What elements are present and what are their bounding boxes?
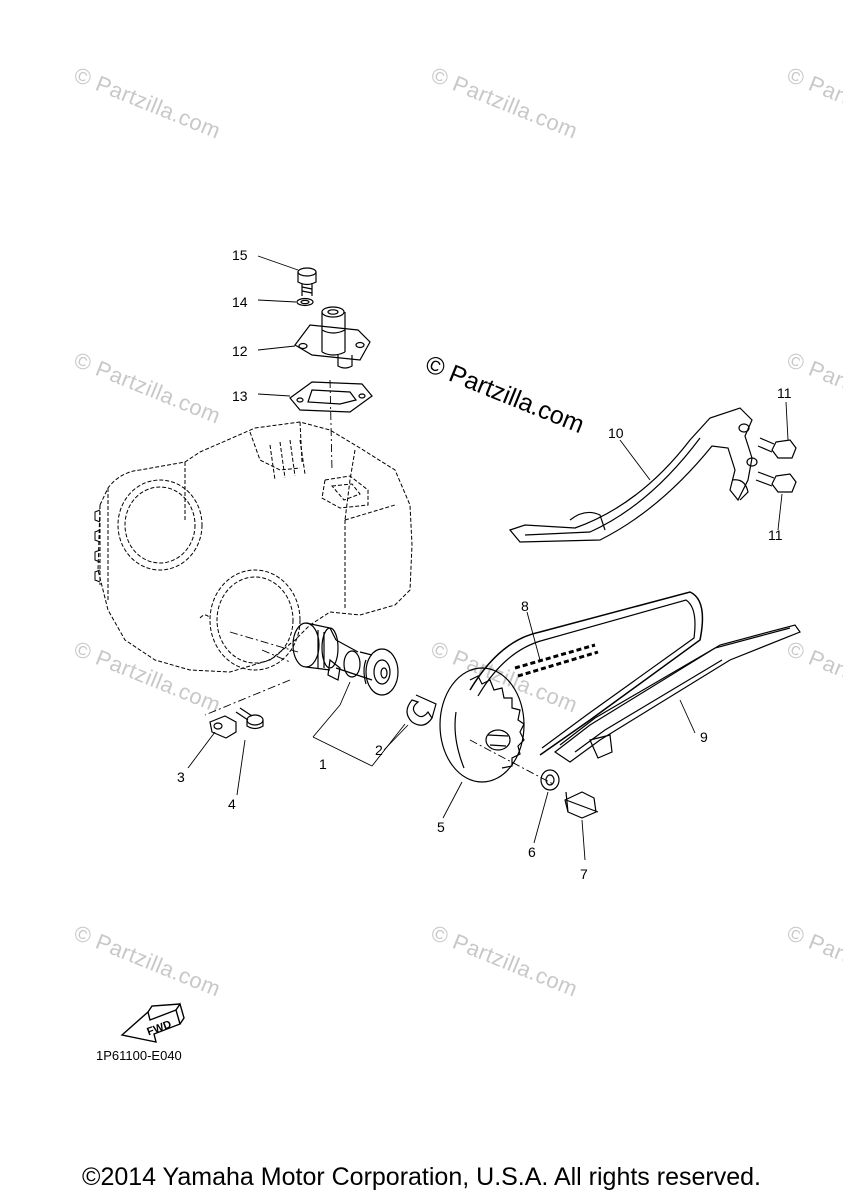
- camshaft: [292, 622, 399, 696]
- callout-5: 5: [437, 819, 445, 835]
- chain-tensioner-assembly: [289, 267, 373, 413]
- callout-11-upper: 11: [777, 385, 792, 401]
- callout-14: 14: [232, 294, 248, 310]
- tensioner-guide: [508, 407, 758, 543]
- callout-13: 13: [232, 388, 248, 404]
- bolt-7: [564, 791, 599, 819]
- bolt-11-lower: [755, 471, 797, 493]
- callout-11-lower: 11: [768, 527, 783, 543]
- engine-housing: [97, 421, 413, 673]
- washer: [540, 769, 560, 791]
- callout-1: 1: [319, 756, 327, 772]
- callout-8: 8: [521, 598, 529, 614]
- bolt-4: [235, 707, 264, 730]
- cam-sprocket: [439, 667, 525, 783]
- plate: [209, 715, 237, 739]
- callout-2: 2: [375, 742, 383, 758]
- callout-9: 9: [700, 729, 708, 745]
- clip: [406, 694, 437, 726]
- callout-3: 3: [177, 769, 185, 785]
- leader-lines: [187, 255, 789, 861]
- callout-6: 6: [528, 844, 536, 860]
- bolt-11-upper: [757, 437, 797, 459]
- timing-chain: [469, 591, 704, 756]
- copyright-footer: ©2014 Yamaha Motor Corporation, U.S.A. A…: [82, 1163, 761, 1191]
- chain-guide: [553, 624, 801, 763]
- fwd-arrow: [120, 1002, 185, 1043]
- callout-10: 10: [608, 425, 624, 441]
- fwd-label: FWD: [145, 1018, 173, 1038]
- callout-15: 15: [232, 247, 248, 263]
- callout-7: 7: [580, 866, 588, 882]
- diagram-code: 1P61100-E040: [96, 1048, 182, 1063]
- callout-4: 4: [228, 796, 236, 812]
- cooling-fins: [94, 509, 101, 583]
- callout-12: 12: [232, 343, 248, 359]
